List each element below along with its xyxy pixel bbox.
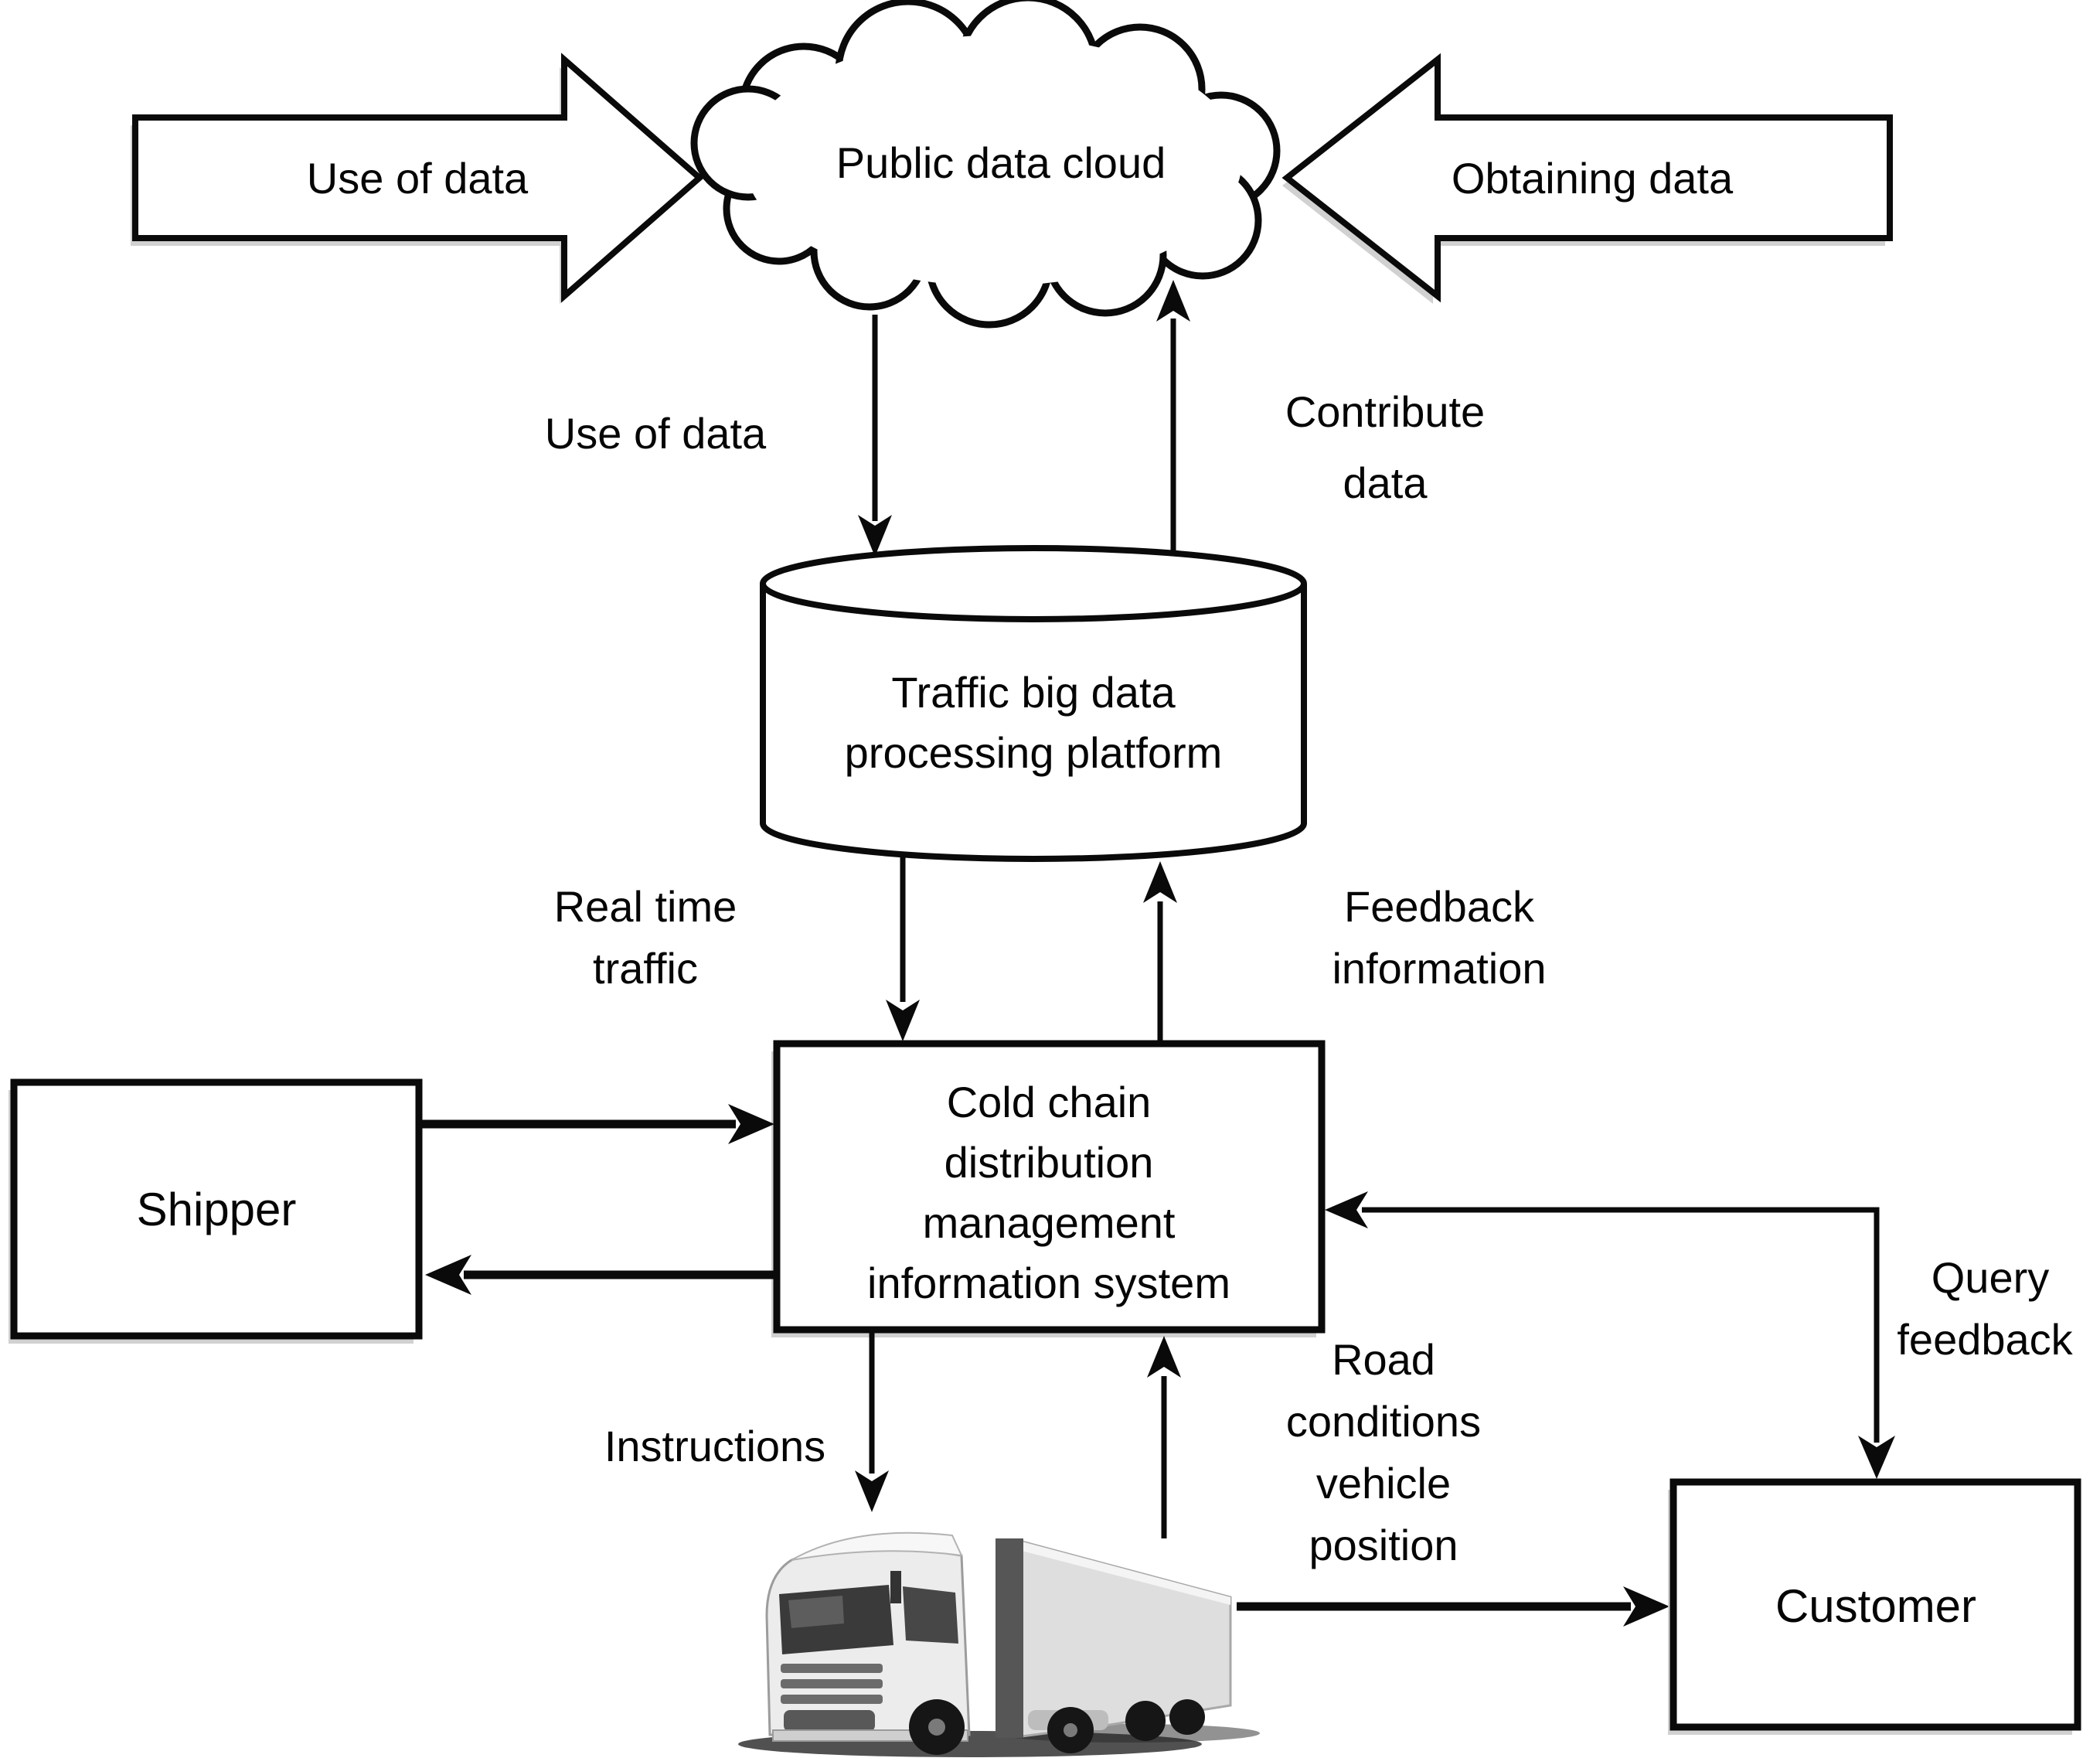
system-box-label-line1: Cold chain: [947, 1078, 1152, 1126]
feedback-information-arrow: Feedback information: [1143, 861, 1547, 1042]
feedback-information-label-line1: Feedback: [1344, 882, 1535, 931]
use-of-data-block-arrow-label: Use of data: [307, 154, 529, 203]
obtaining-data-block-arrow: Obtaining data: [1281, 53, 1893, 304]
system-to-shipper-arrow: [425, 1255, 777, 1295]
system-box: Cold chain distribution management infor…: [771, 1040, 1326, 1337]
system-box-label-line3: management: [923, 1198, 1176, 1247]
customer-box-label: Customer: [1775, 1580, 1976, 1632]
use-of-data-flow-label: Use of data: [545, 409, 767, 458]
traffic-platform-cylinder: Traffic big data processing platform: [760, 545, 1307, 862]
contribute-data-label-line2: data: [1343, 458, 1428, 507]
customer-box: Customer: [1668, 1478, 2081, 1735]
road-conditions-arrow: Road conditions vehicle position: [1147, 1335, 1481, 1569]
shipper-box: Shipper: [9, 1078, 423, 1344]
system-box-label-line4: information system: [867, 1259, 1230, 1307]
system-box-label-line2: distribution: [944, 1138, 1154, 1187]
road-conditions-label-line3: vehicle: [1316, 1459, 1451, 1508]
traffic-platform-label-line2: processing platform: [845, 728, 1223, 777]
truck-to-customer-arrow: [1237, 1586, 1669, 1627]
real-time-traffic-label-line1: Real time: [554, 882, 737, 931]
query-feedback-label-line2: feedback: [1897, 1315, 2073, 1364]
public-data-cloud: Public data cloud: [690, 0, 1281, 329]
traffic-platform-label-line1: Traffic big data: [891, 668, 1176, 717]
road-conditions-label-line2: conditions: [1286, 1397, 1481, 1446]
instructions-label: Instructions: [604, 1422, 825, 1470]
feedback-information-label-line2: information: [1332, 944, 1546, 993]
real-time-traffic-arrow: Real time traffic: [554, 853, 920, 1041]
truck-image: [738, 1531, 1260, 1757]
use-of-data-block-arrow: Use of data: [131, 53, 705, 304]
shipper-to-system-arrow: [419, 1104, 774, 1144]
contribute-data-label-line1: Contribute: [1285, 387, 1485, 436]
obtaining-data-block-arrow-label: Obtaining data: [1452, 154, 1734, 203]
use-of-data-flow-arrow: Use of data: [545, 315, 892, 557]
query-feedback-connector: Query feedback: [1325, 1191, 2074, 1479]
road-conditions-label-line1: Road: [1332, 1335, 1435, 1384]
road-conditions-label-line4: position: [1309, 1521, 1458, 1569]
shipper-box-label: Shipper: [137, 1184, 297, 1235]
public-data-cloud-label: Public data cloud: [836, 138, 1166, 187]
query-feedback-label-line1: Query: [1932, 1253, 2050, 1302]
instructions-arrow: Instructions: [604, 1330, 889, 1512]
contribute-data-flow-arrow: Contribute data: [1156, 280, 1485, 552]
real-time-traffic-label-line2: traffic: [593, 944, 698, 993]
